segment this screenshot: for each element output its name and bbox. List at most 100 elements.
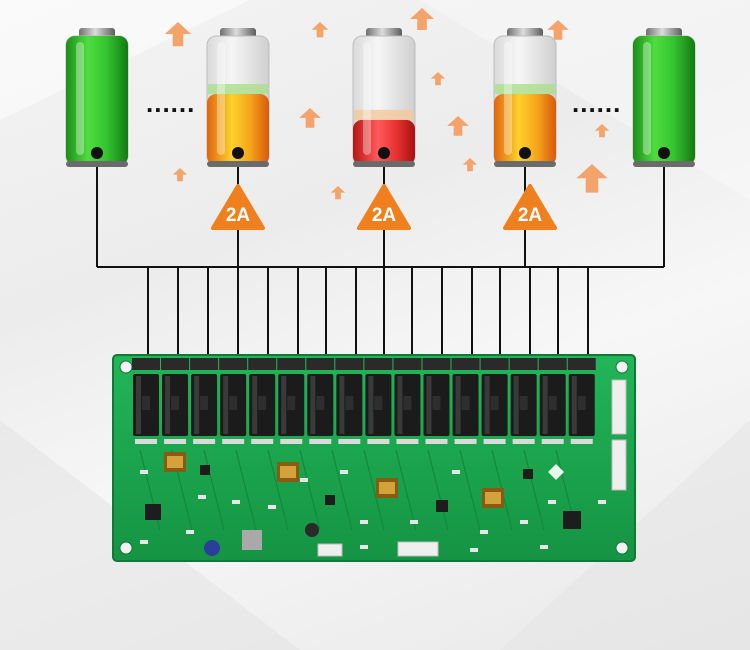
relay-label-area	[316, 396, 325, 410]
relay-label-area	[171, 396, 180, 410]
relay	[538, 358, 567, 444]
relay-edge	[484, 376, 490, 434]
battery-base	[66, 161, 128, 167]
relay-edge	[223, 376, 229, 434]
relay	[480, 358, 509, 444]
mount-hole	[119, 541, 133, 555]
smd-part	[232, 500, 240, 504]
relay-label-area	[548, 396, 557, 410]
battery-shine	[76, 42, 84, 155]
relay-pad	[454, 439, 477, 444]
ic-chip	[563, 511, 581, 529]
battery-2	[206, 28, 270, 167]
battery-row	[65, 28, 696, 167]
relay-pad	[222, 439, 245, 444]
board-logo-icon	[548, 464, 564, 480]
relay-terminal	[451, 358, 480, 370]
battery-charge-fill	[494, 94, 556, 165]
badge-label: 2A	[518, 205, 543, 226]
relay-label-area	[490, 396, 499, 410]
battery-terminal-dot	[519, 147, 531, 159]
ic-chip	[523, 469, 533, 479]
relay-pad	[483, 439, 506, 444]
transformer-core	[485, 492, 501, 504]
current-badge: 2A	[357, 184, 411, 230]
relay-label-area	[403, 396, 412, 410]
relay-pad	[541, 439, 564, 444]
relay-terminal	[538, 358, 567, 370]
relay-edge	[310, 376, 316, 434]
charging-arrows	[164, 8, 610, 200]
relay-pad	[280, 439, 303, 444]
battery-terminal-dot	[378, 147, 390, 159]
current-badge: 2A	[503, 184, 557, 230]
pcb-components	[139, 449, 606, 556]
relay-terminal	[335, 358, 364, 370]
relay-terminal	[161, 358, 190, 370]
relay-edge	[455, 376, 461, 434]
battery-base	[633, 161, 695, 167]
relay-terminal	[248, 358, 277, 370]
relay-pad	[338, 439, 361, 444]
relay	[422, 358, 451, 444]
battery-shine	[363, 42, 371, 155]
smd-part	[186, 530, 194, 534]
up-arrow-icon	[330, 186, 346, 200]
relay	[335, 358, 364, 444]
relay-label-area	[142, 396, 150, 410]
relay-label-area	[519, 396, 528, 410]
smd-part	[452, 470, 460, 474]
relay-terminal	[132, 358, 160, 370]
battery-base	[353, 161, 415, 167]
relay-terminal	[509, 358, 538, 370]
transformer-core	[379, 482, 395, 494]
battery-base	[494, 161, 556, 167]
pcb-trace	[203, 449, 225, 531]
battery-charge-fill	[207, 94, 269, 165]
battery-shine	[217, 42, 225, 155]
relay	[248, 358, 277, 444]
up-arrow-icon	[430, 72, 446, 86]
side-connector	[611, 439, 627, 491]
battery-fill-highlight	[208, 84, 268, 95]
inductor	[242, 530, 262, 550]
ic-chip	[325, 495, 335, 505]
up-arrow-icon	[594, 124, 610, 138]
mount-hole	[615, 360, 629, 374]
relay-pad	[251, 439, 274, 444]
relay-label-area	[345, 396, 354, 410]
relay	[567, 358, 596, 444]
pcb-trace	[459, 449, 481, 531]
relay-pad	[193, 439, 216, 444]
pcb-trace	[523, 449, 545, 531]
relay-label-area	[229, 396, 238, 410]
relay-label-area	[461, 396, 470, 410]
up-arrow-icon	[410, 8, 434, 30]
battery-charge-fill	[353, 119, 415, 165]
relay-pad	[135, 439, 157, 444]
relay	[393, 358, 422, 444]
relay-pad	[512, 439, 535, 444]
relay-terminal	[422, 358, 451, 370]
smd-part	[548, 500, 556, 504]
badge-label: 2A	[372, 205, 397, 226]
smd-part	[470, 548, 478, 552]
up-arrow-icon	[447, 116, 469, 136]
battery-fill-highlight	[354, 109, 414, 120]
relay	[219, 358, 248, 444]
relay-edge	[397, 376, 403, 434]
smd-part	[198, 495, 206, 499]
relay	[306, 358, 335, 444]
pcb-trace	[395, 449, 417, 531]
smd-part	[360, 545, 368, 549]
relay-bank	[132, 358, 596, 444]
relay-pad	[164, 439, 187, 444]
warning-triangle-icon	[357, 184, 411, 230]
wiring	[96, 153, 665, 370]
pcb-trace	[267, 449, 289, 531]
relay	[132, 358, 160, 444]
relay-pad	[396, 439, 419, 444]
battery-shine	[504, 42, 512, 155]
relay-pad	[425, 439, 448, 444]
